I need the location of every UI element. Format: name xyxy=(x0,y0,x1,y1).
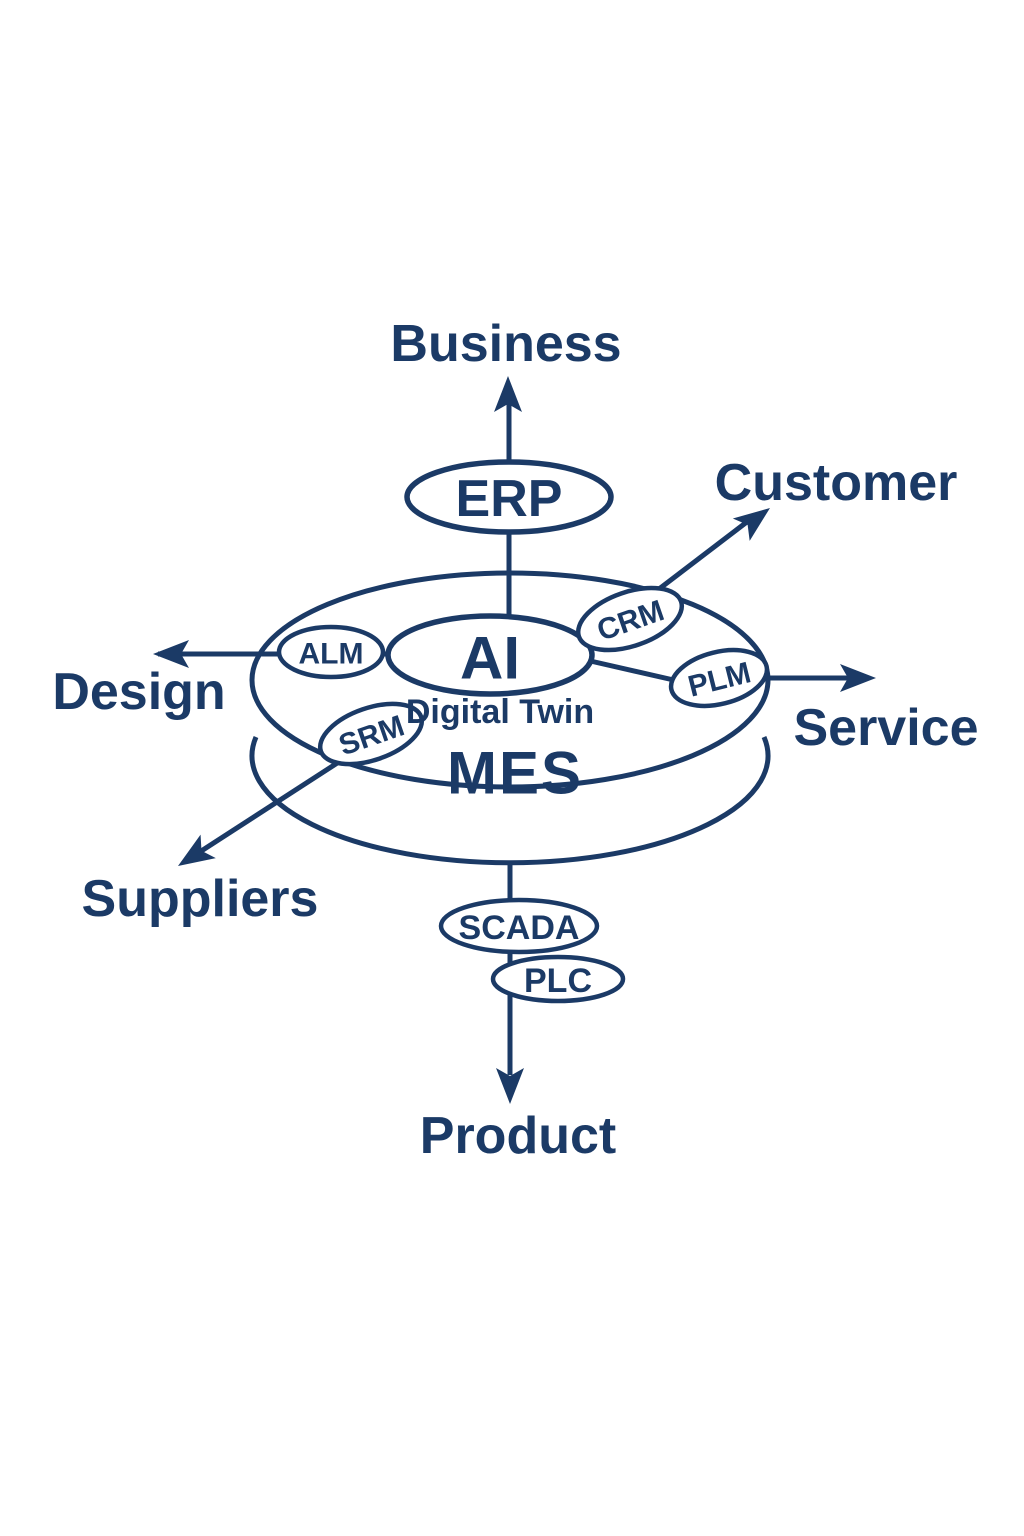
srm-ellipse xyxy=(317,701,425,767)
label-business: Business xyxy=(390,315,621,373)
alm-label: ALM xyxy=(299,638,364,671)
arrowhead-suppliers xyxy=(178,834,216,866)
label-customer: Customer xyxy=(715,454,958,512)
arrowhead-business xyxy=(494,376,522,412)
plm-ellipse xyxy=(668,647,770,709)
node-erp: ERP xyxy=(404,459,614,535)
ai-label: AI xyxy=(460,625,520,692)
crm-ellipse xyxy=(575,585,685,653)
node-plc: PLC xyxy=(490,954,626,1004)
node-ai: AI xyxy=(385,613,595,697)
connector-srm-suppliers xyxy=(190,744,364,860)
ai-ellipse xyxy=(385,613,595,697)
plc-ellipse xyxy=(490,954,626,1004)
erp-label: ERP xyxy=(456,470,563,528)
label-design: Design xyxy=(52,663,225,721)
node-plm: PLM xyxy=(668,647,770,709)
arrowhead-customer xyxy=(732,508,770,541)
connector-ai-plm xyxy=(585,657,679,684)
node-scada: SCADA xyxy=(438,897,600,955)
arrowhead-design xyxy=(153,640,189,668)
mes-label: MES xyxy=(447,740,583,807)
node-crm: CRM xyxy=(575,585,685,653)
node-alm: ALM xyxy=(276,624,386,680)
digital-twin-label: Digital Twin xyxy=(406,693,594,731)
label-service: Service xyxy=(793,699,978,757)
arrowhead-service xyxy=(840,664,876,692)
erp-ellipse xyxy=(404,459,614,535)
label-suppliers: Suppliers xyxy=(82,870,319,928)
plc-label: PLC xyxy=(524,962,592,1000)
node-srm: SRM xyxy=(317,701,425,767)
alm-ellipse xyxy=(276,624,386,680)
scada-label: SCADA xyxy=(459,909,580,947)
label-product: Product xyxy=(420,1107,616,1165)
arrowhead-product xyxy=(496,1068,524,1104)
scada-ellipse xyxy=(438,897,600,955)
